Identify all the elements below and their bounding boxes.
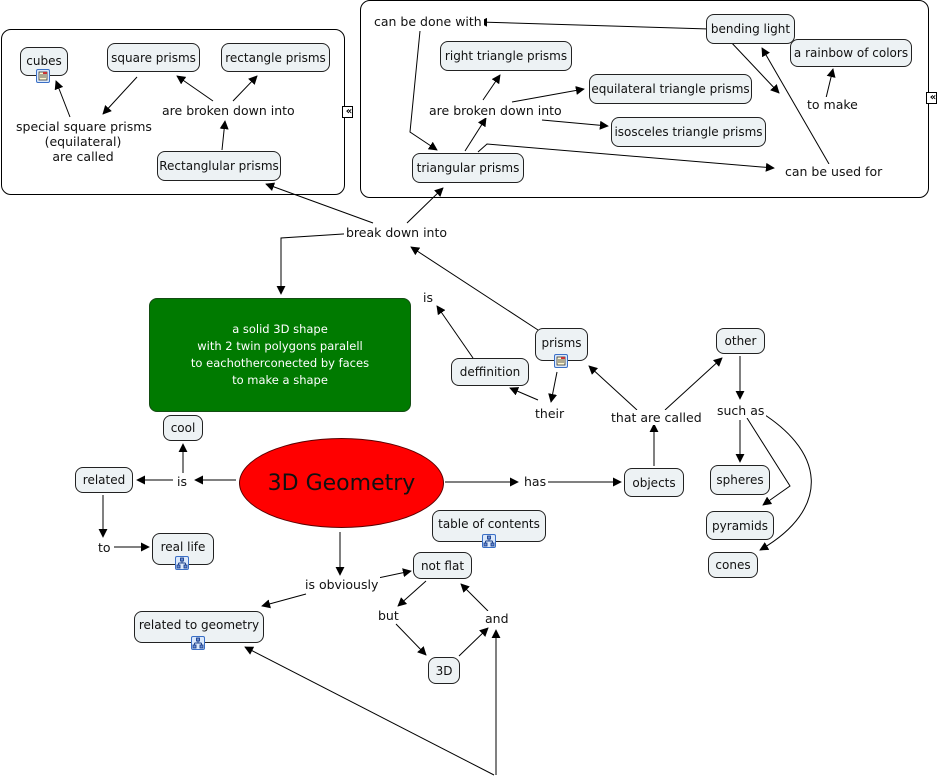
concept-not-flat[interactable]: not flat [413,552,472,579]
concept-triangular-prisms[interactable]: triangular prisms [412,153,524,183]
edge [436,305,474,359]
edge [102,76,138,115]
link-line: (equilateral) [44,134,122,149]
edge [409,30,438,151]
concept-objects[interactable]: objects [624,468,684,497]
submap-icon[interactable] [191,636,205,650]
edge [54,80,71,118]
edge [377,568,412,579]
concept-rectangle-prisms[interactable]: rectangle prisms [221,43,330,72]
concept-right-triangle-prisms[interactable]: right triangle prisms [440,41,572,71]
edge [395,623,427,656]
definition-line: to make a shape [232,373,328,387]
concept-pyramids[interactable]: pyramids [706,511,774,540]
link-special-square-prisms[interactable]: special square prisms (equilateral) are … [14,119,152,164]
image-resource-icon[interactable] [36,69,50,83]
edge [509,387,539,401]
concept-cool[interactable]: cool [163,415,203,441]
concept-deffinition[interactable]: deffinition [451,358,529,386]
edge [265,182,374,224]
root-concept-3d-geometry[interactable]: 3D Geometry [239,438,444,528]
edge [219,120,229,151]
concept-rectanglular-prisms[interactable]: Rectanglular prisms [157,151,281,181]
concept-real-life[interactable]: real life [152,533,214,565]
link-to[interactable]: to [96,540,113,555]
link-is-obviously[interactable]: is obviously [303,577,381,592]
link-that-are-called[interactable]: that are called [609,410,704,425]
link-line: are called [52,149,114,164]
edge [664,357,723,411]
concept-related[interactable]: related [75,467,133,493]
concept-square-prisms[interactable]: square prisms [107,43,200,72]
edge [477,143,775,172]
link-can-be-done-with[interactable]: can be done with [372,14,484,29]
definition-line: to eachotherconected by faces [190,356,370,370]
image-resource-icon[interactable] [554,354,568,368]
submap-icon[interactable] [482,534,496,548]
definition-box[interactable]: a solid 3D shape with 2 twin polygons pa… [149,298,411,412]
definition-line: a solid 3D shape [232,322,328,336]
link-is-definition[interactable]: is [421,290,435,305]
edge [464,117,487,152]
edge [406,187,444,224]
concept-spheres[interactable]: spheres [710,465,770,495]
edge [458,627,489,657]
concept-isosceles-triangle-prisms[interactable]: isosceles triangle prisms [611,117,766,147]
concept-cones[interactable]: cones [708,552,758,578]
link-are-broken-down-into-right[interactable]: are broken down into [427,103,564,118]
edge [176,75,214,102]
definition-line: with 2 twin polygons paralell [197,339,363,353]
link-such-as[interactable]: such as [715,403,767,418]
collapse-left-group-icon[interactable]: « [342,106,353,118]
edge [460,583,489,612]
link-to-make[interactable]: to make [805,97,860,112]
submap-icon[interactable] [175,556,189,570]
concept-3d[interactable]: 3D [428,657,460,684]
concept-other[interactable]: other [716,328,765,354]
edge [588,365,638,411]
link-is-root[interactable]: is [175,474,189,489]
edge [746,417,791,506]
link-line: special square prisms [16,119,152,134]
link-but[interactable]: but [376,608,401,623]
link-can-be-used-for[interactable]: can be used for [783,164,885,179]
edge [728,39,780,94]
concept-equilateral-triangle-prisms[interactable]: equilateral triangle prisms [589,74,752,104]
edge [825,68,836,99]
edge [478,17,710,30]
edge [761,47,830,165]
edge [397,580,427,607]
concept-rainbow-of-colors[interactable]: a rainbow of colors [790,39,912,67]
edge [541,119,609,130]
link-their[interactable]: their [533,406,567,421]
edge [232,75,258,102]
link-and[interactable]: and [483,611,511,626]
edge [410,246,539,331]
edge [244,646,495,776]
link-are-broken-down-into-left[interactable]: are broken down into [160,103,297,118]
edge [482,74,501,101]
link-break-down-into[interactable]: break down into [344,225,450,240]
edge [261,593,307,609]
concept-bending-light[interactable]: bending light [706,14,795,44]
link-has[interactable]: has [522,474,549,489]
edge [548,371,558,403]
edge [749,405,812,551]
collapse-right-group-icon[interactable]: « [926,92,937,104]
edge [511,86,585,103]
